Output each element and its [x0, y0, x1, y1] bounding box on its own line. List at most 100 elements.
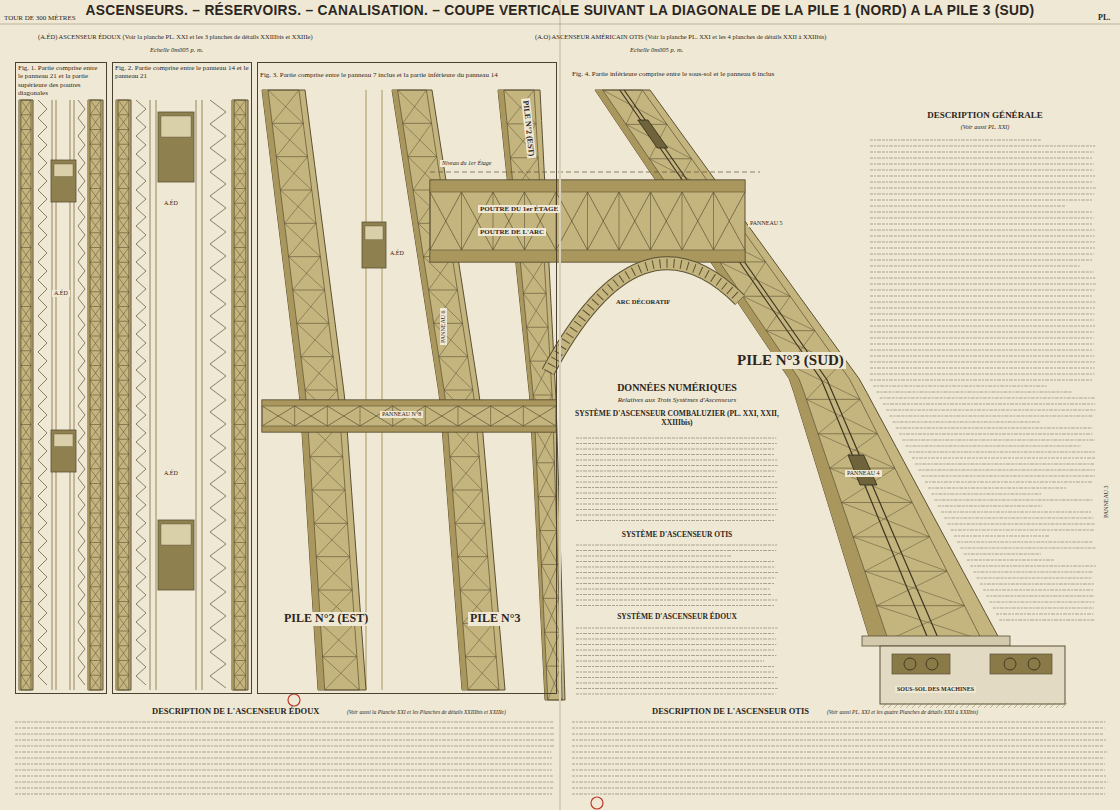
- library-stamp: [591, 797, 603, 809]
- vertical-girder-brace: [21, 277, 31, 292]
- vertical-girder-strut: [21, 616, 31, 617]
- pile-leg-strut: [537, 462, 555, 463]
- fine-print-line: [572, 769, 1105, 770]
- vertical-girder-strut: [90, 468, 101, 469]
- vertical-girder-strut: [118, 188, 129, 189]
- vertical-girder-brace: [118, 144, 129, 159]
- figure-panel: Fig. 2. Partie comprise entre le panneau…: [112, 62, 252, 694]
- panel-label: PANNEAU 5: [748, 220, 785, 227]
- first-floor-beam-post: [493, 192, 494, 250]
- vertical-girder-brace: [118, 248, 129, 263]
- fine-print-line: [870, 361, 1095, 362]
- level-line: [430, 172, 760, 173]
- vertical-girder-brace: [118, 218, 129, 233]
- vertical-girder-brace: [21, 130, 31, 145]
- vertical-girder-brace: [234, 528, 246, 543]
- vertical-girder-brace: [90, 380, 101, 395]
- fine-print-line: [902, 439, 1095, 440]
- vertical-girder-brace: [118, 484, 129, 499]
- vertical-girder-brace: [21, 233, 31, 248]
- vertical-girder-brace: [21, 351, 31, 366]
- pile-leg-strut: [649, 158, 691, 159]
- vertical-girder-brace: [90, 218, 101, 233]
- vertical-girder-brace: [234, 248, 246, 263]
- first-floor-beam-brace: [462, 192, 494, 250]
- pile-leg-strut: [460, 590, 490, 591]
- ground-hatch: [1002, 703, 1007, 708]
- pile-leg-brace: [523, 259, 544, 293]
- vertical-girder-strut: [21, 424, 31, 425]
- vertical-girder-brace: [118, 321, 129, 336]
- vertical-girder-brace: [21, 602, 31, 617]
- pile-leg-strut: [408, 156, 437, 157]
- vertical-girder-brace: [21, 646, 31, 661]
- fine-print-line: [576, 655, 776, 656]
- vertical-girder-strut: [118, 350, 129, 351]
- vertical-girder-brace: [118, 292, 129, 307]
- vertical-girder-brace: [21, 144, 31, 159]
- vertical-girder-strut: [234, 601, 246, 602]
- pile-leg-brace: [455, 490, 482, 523]
- fine-print-line: [870, 193, 1094, 194]
- vertical-girder-brace: [118, 321, 129, 336]
- vertical-girder-strut: [90, 513, 101, 514]
- vertical-girder-strut: [21, 232, 31, 233]
- vertical-girder-brace: [118, 292, 129, 307]
- figure-heading: (A.O) ASCENSEUR AMÉRICAIN OTIS (Voir la …: [535, 33, 875, 40]
- vertical-girder-brace: [90, 130, 101, 145]
- guide-rail: [150, 100, 151, 690]
- vertical-girder-brace: [90, 159, 101, 174]
- pile-leg-rail: [603, 90, 889, 640]
- vertical-girder-strut: [90, 321, 101, 322]
- fine-print-line: [576, 561, 774, 562]
- fine-print-line: [870, 337, 1093, 338]
- pile-leg-brace: [458, 557, 491, 590]
- vertical-girder-brace: [118, 587, 129, 602]
- fine-print-line: [931, 493, 1041, 494]
- vertical-girder-brace: [118, 616, 129, 631]
- fine-print-line: [576, 649, 775, 650]
- vertical-girder-strut: [234, 675, 246, 676]
- centre-fold: [559, 0, 561, 810]
- figure-panel: Fig. 3. Partie comprise entre le panneau…: [257, 62, 557, 694]
- pile-leg-brace: [455, 523, 488, 556]
- fine-print-line: [967, 559, 1055, 560]
- vertical-girder-strut: [90, 114, 101, 115]
- vertical-girder-brace: [21, 248, 31, 263]
- horizontal-girder-post: [523, 406, 524, 426]
- vertical-girder-brace: [118, 587, 129, 602]
- fig4-pile3: [430, 90, 1067, 708]
- first-floor-beam: [430, 180, 745, 262]
- fine-print-line: [15, 739, 555, 740]
- fine-print-line: [15, 763, 552, 764]
- table-heading: SYSTÈME D'ASCENSEUR COMBALUZIER (PL. XXI…: [573, 410, 782, 427]
- vertical-girder-brace: [90, 675, 101, 690]
- vertical-girder-strut: [118, 321, 129, 322]
- ground-hatch: [996, 703, 1001, 708]
- cabin-window: [161, 524, 191, 545]
- fig2-shaft: [116, 100, 248, 690]
- plate-series: TOUR DE 300 MÈTRES: [4, 14, 76, 22]
- vertical-girder-strut: [234, 114, 246, 115]
- vertical-girder-strut: [21, 321, 31, 322]
- pile-leg-brace: [439, 357, 473, 390]
- vertical-girder-brace: [118, 203, 129, 218]
- vertical-girder-strut: [90, 572, 101, 573]
- pile-leg-strut: [316, 556, 350, 557]
- vertical-girder-brace: [21, 203, 31, 218]
- cabin-window: [161, 116, 191, 137]
- fine-print-line: [999, 619, 1094, 620]
- vertical-girder-strut: [90, 232, 101, 233]
- vertical-girder-strut: [90, 690, 101, 691]
- pile-leg-strut: [301, 356, 333, 357]
- vertical-girder-brace: [21, 498, 31, 513]
- vertical-girder-strut: [21, 675, 31, 676]
- vertical-girder-strut: [21, 129, 31, 130]
- vertical-girder-strut: [21, 542, 31, 543]
- horizontal-girder-brace: [295, 406, 328, 426]
- vertical-girder-strut: [234, 306, 246, 307]
- vertical-girder-strut: [21, 395, 31, 396]
- vertical-girder-brace: [21, 277, 31, 292]
- vertical-girder-strut: [90, 291, 101, 292]
- inclined-track: [620, 90, 929, 640]
